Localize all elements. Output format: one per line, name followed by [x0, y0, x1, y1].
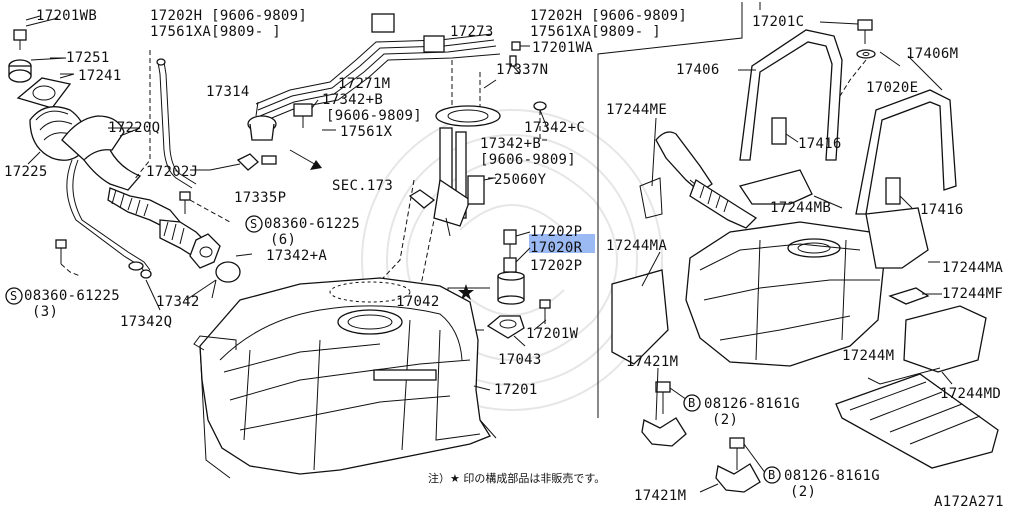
b-symbol-1: [683, 394, 701, 412]
part-17202H-a[interactable]: 17202H [9606-9809]: [150, 8, 307, 24]
screw-08360-b-qty: (3): [32, 304, 58, 320]
bolt-08126-a-qty: (2): [712, 412, 738, 428]
part-17202H-b[interactable]: 17202H [9606-9809]: [530, 8, 687, 24]
fuel-tank-left: [193, 277, 497, 479]
part-17342B-a[interactable]: 17342+B: [322, 92, 383, 108]
part-17201W[interactable]: 17201W: [526, 326, 579, 342]
part-17342A[interactable]: 17342+A: [266, 248, 327, 264]
fuel-tank-right: [611, 19, 999, 493]
part-17335P[interactable]: 17335P: [234, 190, 286, 206]
fuel-pump-module: [408, 105, 551, 340]
part-17561XA-b[interactable]: 17561XA[9809- ]: [530, 24, 661, 40]
part-17273[interactable]: 17273: [450, 24, 494, 40]
part-17042[interactable]: 17042: [396, 294, 440, 310]
watermark: [361, 109, 663, 411]
part-17244ME[interactable]: 17244ME: [606, 102, 667, 118]
part-17251[interactable]: 17251: [66, 50, 110, 66]
part-labels: 17201WB 17251 17241 17225 17220Q 17202H …: [4, 8, 1004, 510]
screw-08360-b[interactable]: 08360-61225: [24, 288, 120, 304]
b-symbol-1-letter: B: [688, 396, 695, 410]
part-17201WB[interactable]: 17201WB: [36, 8, 97, 24]
part-17220Q[interactable]: 17220Q: [108, 120, 160, 136]
part-17561XA-a[interactable]: 17561XA[9809- ]: [150, 24, 281, 40]
part-17202J[interactable]: 17202J: [146, 164, 198, 180]
part-17244M[interactable]: 17244M: [842, 348, 894, 364]
part-17416-a[interactable]: 17416: [798, 136, 842, 152]
part-17244MA-right[interactable]: 17244MA: [942, 260, 1003, 276]
s-symbol-2: [5, 287, 23, 305]
screw-08360-a[interactable]: 08360-61225: [264, 216, 360, 232]
part-17421M-b[interactable]: 17421M: [634, 488, 686, 504]
part-17416-b[interactable]: 17416: [920, 202, 964, 218]
part-17406[interactable]: 17406: [676, 62, 720, 78]
circle-symbols: S S B B: [5, 215, 781, 484]
part-17271M[interactable]: 17271M: [338, 76, 390, 92]
filler-assembly: [8, 15, 241, 311]
non-sale-note: 注）★ 印の構成部品は非販売です。: [428, 471, 605, 485]
part-17314[interactable]: 17314: [206, 84, 250, 100]
s-symbol-2-letter: S: [10, 289, 17, 303]
part-17337N[interactable]: 17337N: [496, 62, 548, 78]
part-17202P-b[interactable]: 17202P: [530, 258, 582, 274]
part-17342B-b[interactable]: 17342+B: [480, 136, 541, 152]
s-symbol-1: [245, 215, 263, 233]
sec-173[interactable]: SEC.173: [332, 178, 393, 194]
bolt-08126-b-qty: (2): [790, 484, 816, 500]
diagram-code: A172A271: [934, 494, 1004, 510]
part-17244MF[interactable]: 17244MF: [942, 286, 1003, 302]
part-17244MD[interactable]: 17244MD: [940, 386, 1001, 402]
part-17201WA[interactable]: 17201WA: [532, 40, 593, 56]
part-17244MA-left[interactable]: 17244MA: [606, 238, 667, 254]
part-17241[interactable]: 17241: [78, 68, 122, 84]
part-17020E[interactable]: 17020E: [866, 80, 918, 96]
b-symbol-2-letter: B: [768, 468, 775, 482]
part-17043[interactable]: 17043: [498, 352, 542, 368]
s-symbol-1-letter: S: [250, 217, 257, 231]
part-17561X[interactable]: 17561X: [340, 124, 393, 140]
part-17342Q[interactable]: 17342Q: [120, 314, 172, 330]
part-25060Y[interactable]: 25060Y: [494, 172, 547, 188]
part-17225[interactable]: 17225: [4, 164, 48, 180]
part-17020R[interactable]: 17020R: [530, 240, 583, 256]
part-17201[interactable]: 17201: [494, 382, 538, 398]
part-17406M[interactable]: 17406M: [906, 46, 958, 62]
section-dividers: [597, 2, 761, 418]
part-17342C[interactable]: 17342+C: [524, 120, 585, 136]
screw-08360-a-qty: (6): [270, 232, 296, 248]
fuel-lines: [209, 13, 548, 331]
bolt-08126-b[interactable]: 08126-8161G: [784, 468, 880, 484]
part-17202P-a[interactable]: 17202P: [530, 224, 582, 240]
b-symbol-2: [763, 466, 781, 484]
part-17201C[interactable]: 17201C: [752, 14, 804, 30]
part-9606-b[interactable]: [9606-9809]: [480, 152, 576, 168]
bolt-08126-a[interactable]: 08126-8161G: [704, 396, 800, 412]
part-17244MB[interactable]: 17244MB: [770, 200, 831, 216]
part-17342[interactable]: 17342: [156, 294, 200, 310]
highlight-17020R: [529, 234, 595, 253]
part-9606-a[interactable]: [9606-9809]: [326, 108, 422, 124]
part-17421M-a[interactable]: 17421M: [626, 354, 678, 370]
